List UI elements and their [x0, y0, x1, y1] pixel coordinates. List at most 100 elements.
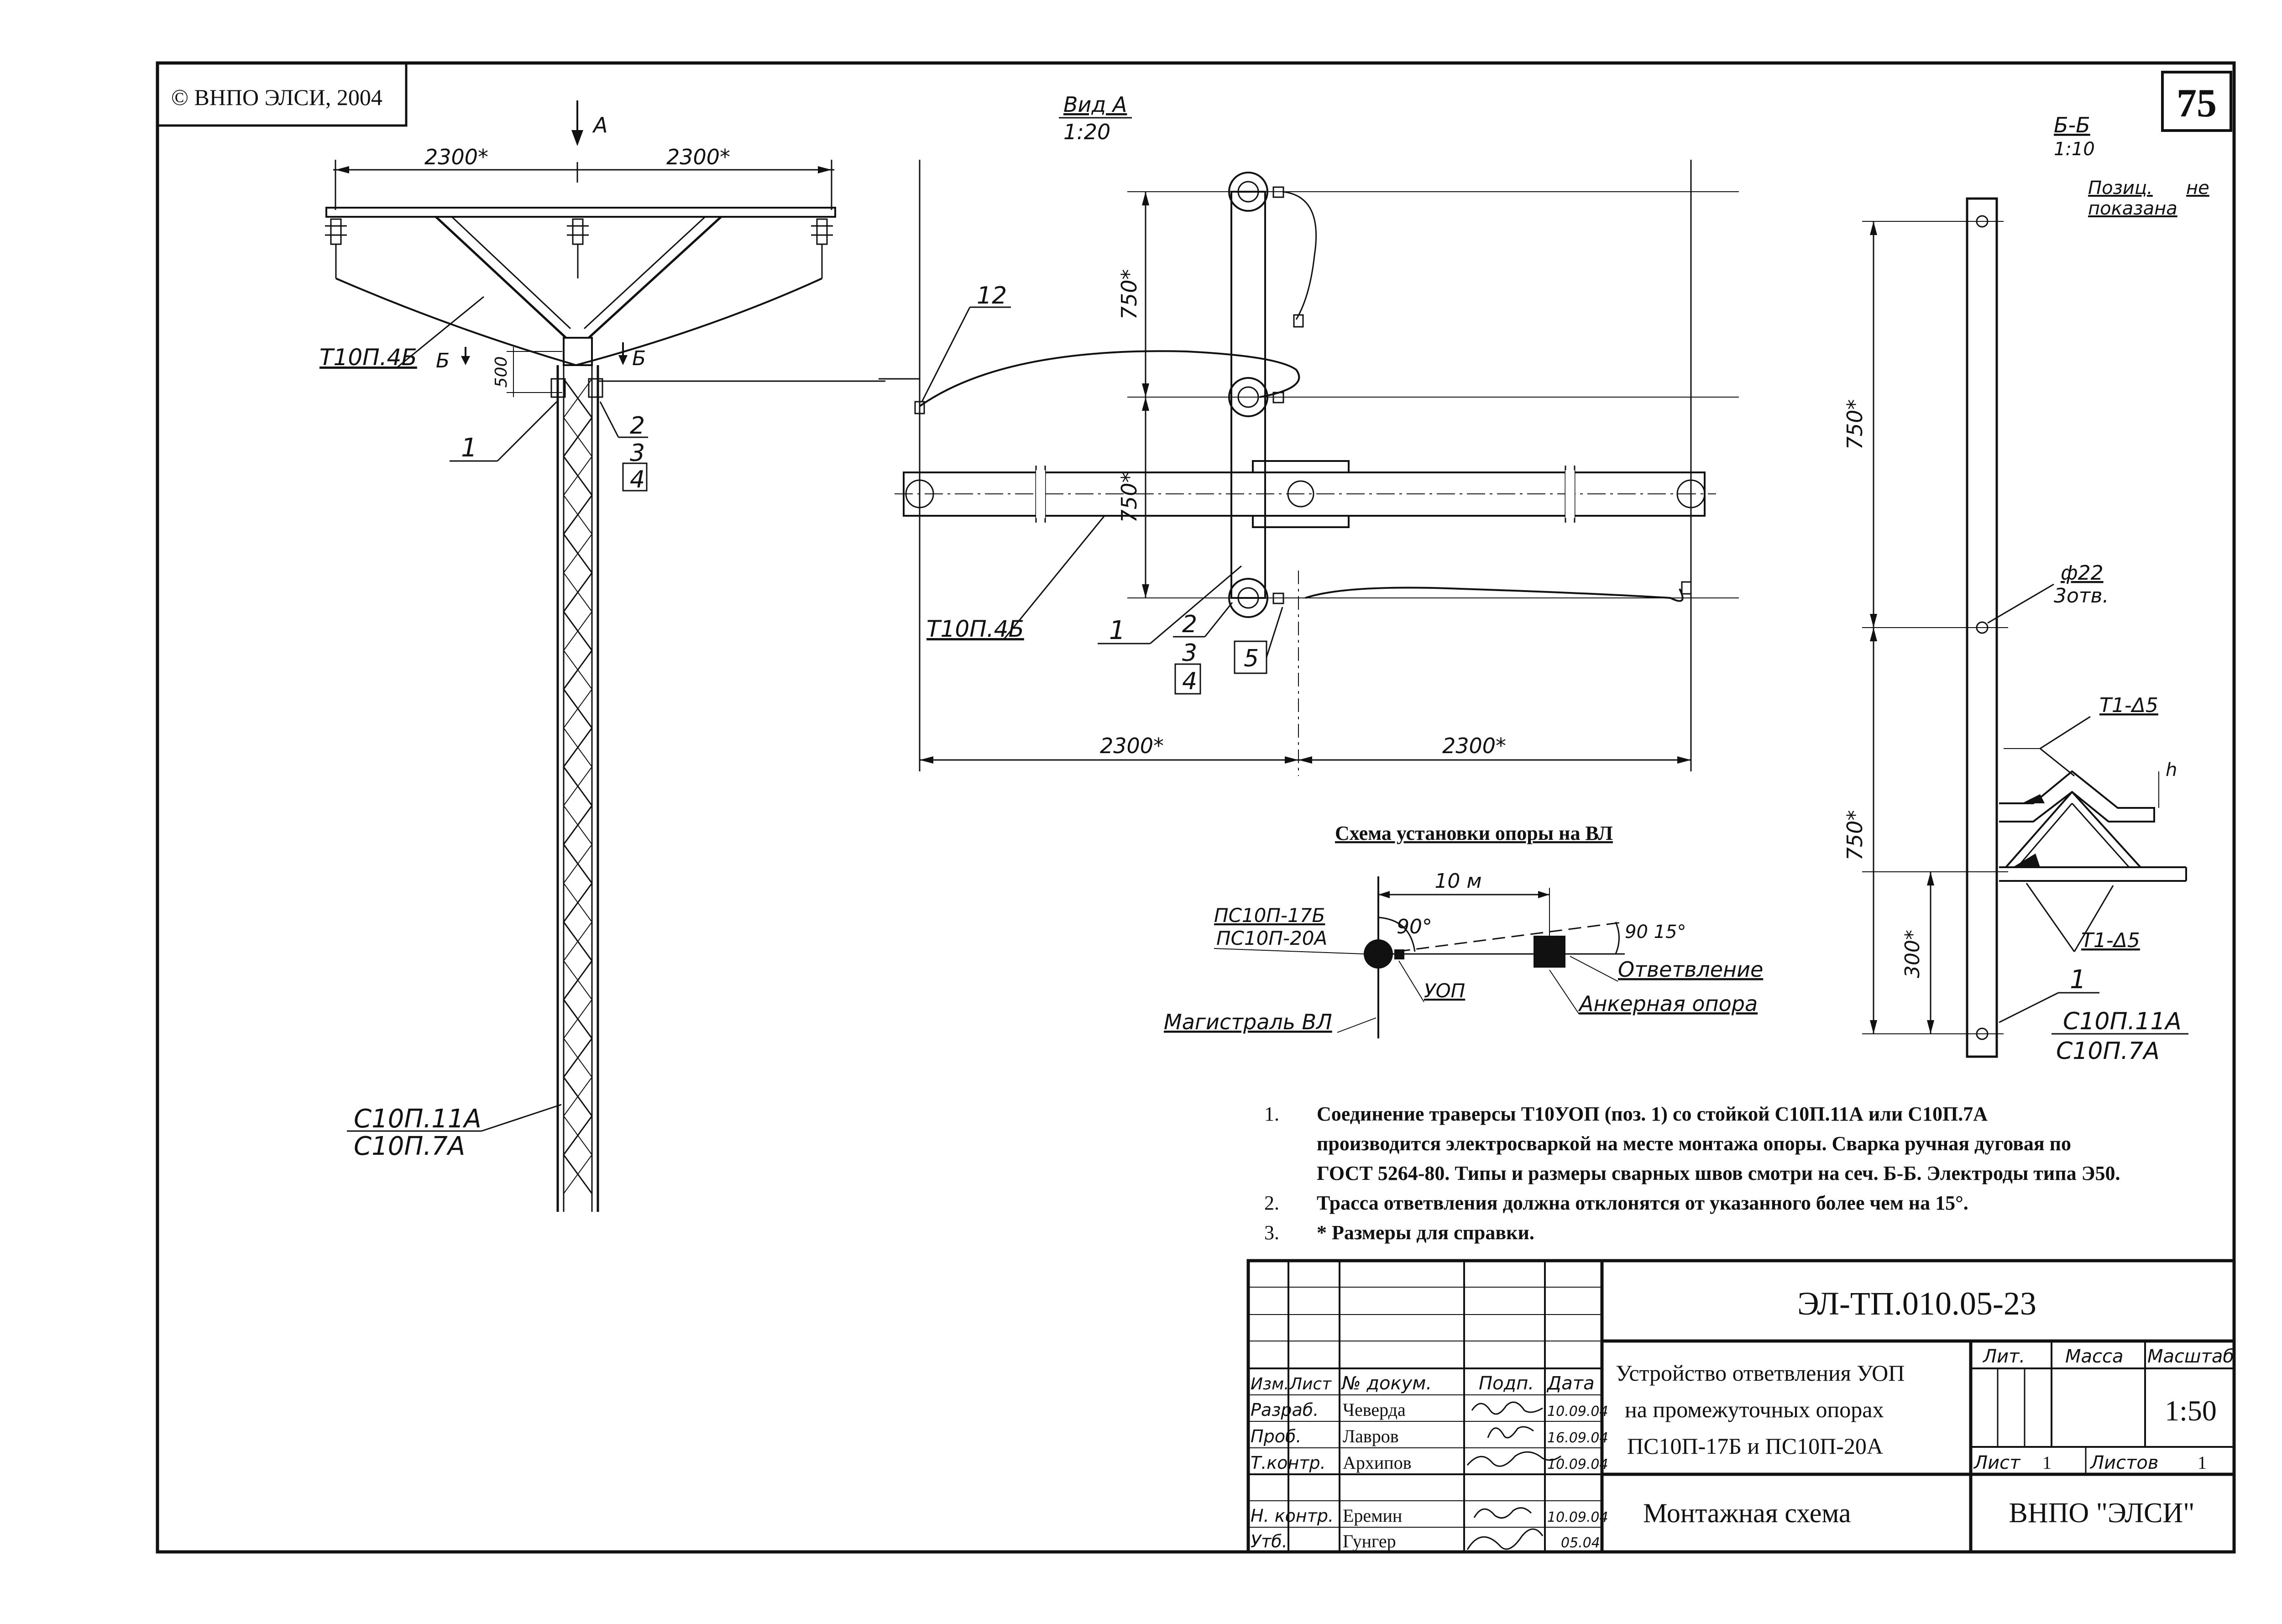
note-3-num: 3. — [1264, 1221, 1279, 1244]
notes-block: 1. Соединение траверсы Т10УОП (поз. 1) с… — [1264, 1103, 2120, 1244]
tb-name-line-2: на промежуточных опорах — [1625, 1397, 1884, 1422]
scheme-branch-label: Ответвление — [1618, 957, 1763, 982]
tb-name-5: Гунгер — [1343, 1531, 1396, 1551]
view-a-scale: 1:20 — [1063, 120, 1110, 144]
dim-left-2300: 2300* — [424, 145, 488, 169]
tb-name-4: Еремин — [1343, 1505, 1402, 1526]
tb-role-3: Т.контр. — [1251, 1453, 1326, 1473]
note-2-line-1: Трасса ответвления должна отклонятся от … — [1317, 1192, 1968, 1214]
sheet-border — [156, 61, 2236, 1554]
tb-hdr-izm: Изм. — [1251, 1375, 1289, 1393]
note-1-line-1: Соединение траверсы Т10УОП (поз. 1) со с… — [1317, 1103, 1988, 1125]
tb-date-3: 10.09.04 — [1547, 1456, 1608, 1472]
view-a-plan: Вид А 1:20 2300* 2300* 750* 750* — [879, 92, 1739, 776]
section-dim-300: 300* — [1901, 930, 1924, 978]
section-mark-left: Б — [436, 349, 450, 372]
tb-name-line-1: Устройство ответвления УОП — [1616, 1360, 1905, 1386]
view-a-callout-4: 4 — [1182, 668, 1197, 695]
tb-name-line-3: ПС10П-17Б и ПС10П-20А — [1627, 1433, 1883, 1459]
weld-top-label: Т1-Δ5 — [2099, 694, 2158, 717]
installation-scheme: Схема установки опоры на ВЛ 10 м 90° 90 … — [1164, 822, 1763, 1038]
tb-role-1: Разраб. — [1251, 1400, 1319, 1420]
tb-date-1: 10.09.04 — [1547, 1404, 1608, 1420]
note-1-line-3: ГОСТ 5264-80. Типы и размеры сварных шво… — [1317, 1162, 2120, 1184]
section-dim-lower: 750* — [1842, 810, 1867, 861]
tb-role-2: Проб. — [1251, 1426, 1301, 1446]
tb-date-4: 10.09.04 — [1547, 1509, 1608, 1525]
weld-bottom-label: Т1-Δ5 — [2081, 929, 2140, 952]
scheme-title: Схема установки опоры на ВЛ — [1335, 822, 1613, 844]
tb-sheet-header: Лист — [1973, 1452, 2021, 1473]
tb-hdr-date: Дата — [1546, 1373, 1595, 1394]
scheme-angle-90: 90° — [1397, 915, 1432, 938]
dim-500: 500 — [492, 356, 511, 388]
tb-date-5: 05.04 — [1561, 1535, 1600, 1551]
dim-right-2300: 2300* — [666, 145, 730, 169]
view-a-dim-lower: 750* — [1117, 472, 1141, 523]
tb-name-3: Архипов — [1343, 1452, 1412, 1473]
tb-role-4: Н. контр. — [1251, 1506, 1334, 1526]
tb-scale-value: 1:50 — [2165, 1394, 2217, 1427]
note-3-line-1: * Размеры для справки. — [1317, 1221, 1534, 1244]
hole-label-1: ф22 — [2061, 561, 2104, 585]
tb-hdr-list: Лист — [1289, 1375, 1332, 1393]
view-a-title: Вид А — [1063, 92, 1127, 117]
scheme-uop-label: УОП — [1424, 980, 1465, 1002]
view-a-dim-right: 2300* — [1442, 733, 1506, 758]
view-a-dim-upper: 750* — [1117, 269, 1141, 320]
section-note-3: показана — [2088, 198, 2177, 219]
tb-hdr-doc: № докум. — [1341, 1373, 1432, 1394]
section-callout-1: 1 — [2070, 965, 2086, 995]
tb-date-2: 16.09.04 — [1547, 1430, 1608, 1446]
tb-drawing-type: Монтажная схема — [1643, 1498, 1851, 1528]
callout-pos-4: 4 — [630, 466, 645, 493]
callout-pos-3: 3 — [630, 440, 645, 467]
tb-lit-header: Лит. — [1982, 1346, 2025, 1367]
view-a-callout-5: 5 — [1244, 645, 1259, 672]
tb-name-2: Лавров — [1343, 1426, 1399, 1446]
tb-sheets-value: 1 — [2198, 1452, 2207, 1473]
svg-text:75: 75 — [2177, 81, 2217, 126]
view-a-traverse-label: Т10П.4Б — [926, 616, 1024, 642]
scheme-support-2: ПС10П-20А — [1216, 927, 1327, 949]
view-a-callout-1: 1 — [1109, 616, 1125, 645]
section-dim-upper: 750* — [1842, 399, 1867, 450]
view-a-callout-3: 3 — [1182, 639, 1197, 667]
section-note-1: Позиц. — [2088, 178, 2153, 199]
section-bb-view: Б-Б 1:10 Позиц. не показана 750* 750* 30… — [1842, 113, 2209, 1065]
signatures — [1466, 1401, 1561, 1550]
scheme-angle-range: 90 15° — [1625, 922, 1686, 943]
weld-h-label: h — [2166, 760, 2177, 781]
scheme-anchor-label: Анкерная опора — [1578, 991, 1758, 1016]
post-label-2: С10П.7А — [354, 1132, 465, 1161]
hole-label-2: 3отв. — [2054, 584, 2109, 608]
title-block: Изм. Лист № докум. Подп. Дата Разраб. Че… — [1246, 1259, 2236, 1554]
pole-elevation-view: 2300* 2300* А — [319, 100, 885, 1212]
scheme-main-line-label: Магистраль ВЛ — [1164, 1010, 1332, 1034]
scheme-support-1: ПС10П-17Б — [1214, 904, 1325, 927]
section-note-2: не — [2186, 178, 2209, 199]
view-a-callout-12: 12 — [977, 282, 1007, 309]
section-mark-right: Б — [632, 347, 646, 370]
view-a-callout-2: 2 — [1182, 611, 1197, 638]
tb-doc-code: ЭЛ-ТП.010.05-23 — [1797, 1285, 2036, 1322]
tb-name-1: Чеверда — [1343, 1399, 1406, 1420]
callout-pos-2: 2 — [630, 412, 645, 440]
tb-scale-header: Масштаб — [2147, 1346, 2234, 1367]
view-arrow-label: А — [592, 113, 607, 137]
tb-sheet-value: 1 — [2042, 1452, 2052, 1473]
view-a-dim-left: 2300* — [1100, 733, 1164, 758]
note-2-num: 2. — [1264, 1192, 1279, 1214]
section-post-label-1: С10П.11А — [2063, 1008, 2182, 1035]
post-label-1: С10П.11А — [354, 1104, 482, 1134]
tb-hdr-sign: Подп. — [1479, 1373, 1534, 1394]
copyright-stamp: © ВНПО ЭЛСИ, 2004 — [157, 63, 408, 127]
section-post-label-2: С10П.7А — [2056, 1037, 2160, 1065]
section-bb-title: Б-Б — [2054, 113, 2090, 137]
sheet-number-box: 75 — [2161, 71, 2232, 132]
note-1-line-2: производится электросваркой на месте мон… — [1317, 1132, 2071, 1155]
tb-mass-header: Масса — [2065, 1346, 2124, 1367]
section-bb-scale: 1:10 — [2054, 139, 2095, 160]
tb-role-5: Утб. — [1251, 1531, 1288, 1551]
traverse-label: Т10П.4Б — [319, 344, 417, 371]
